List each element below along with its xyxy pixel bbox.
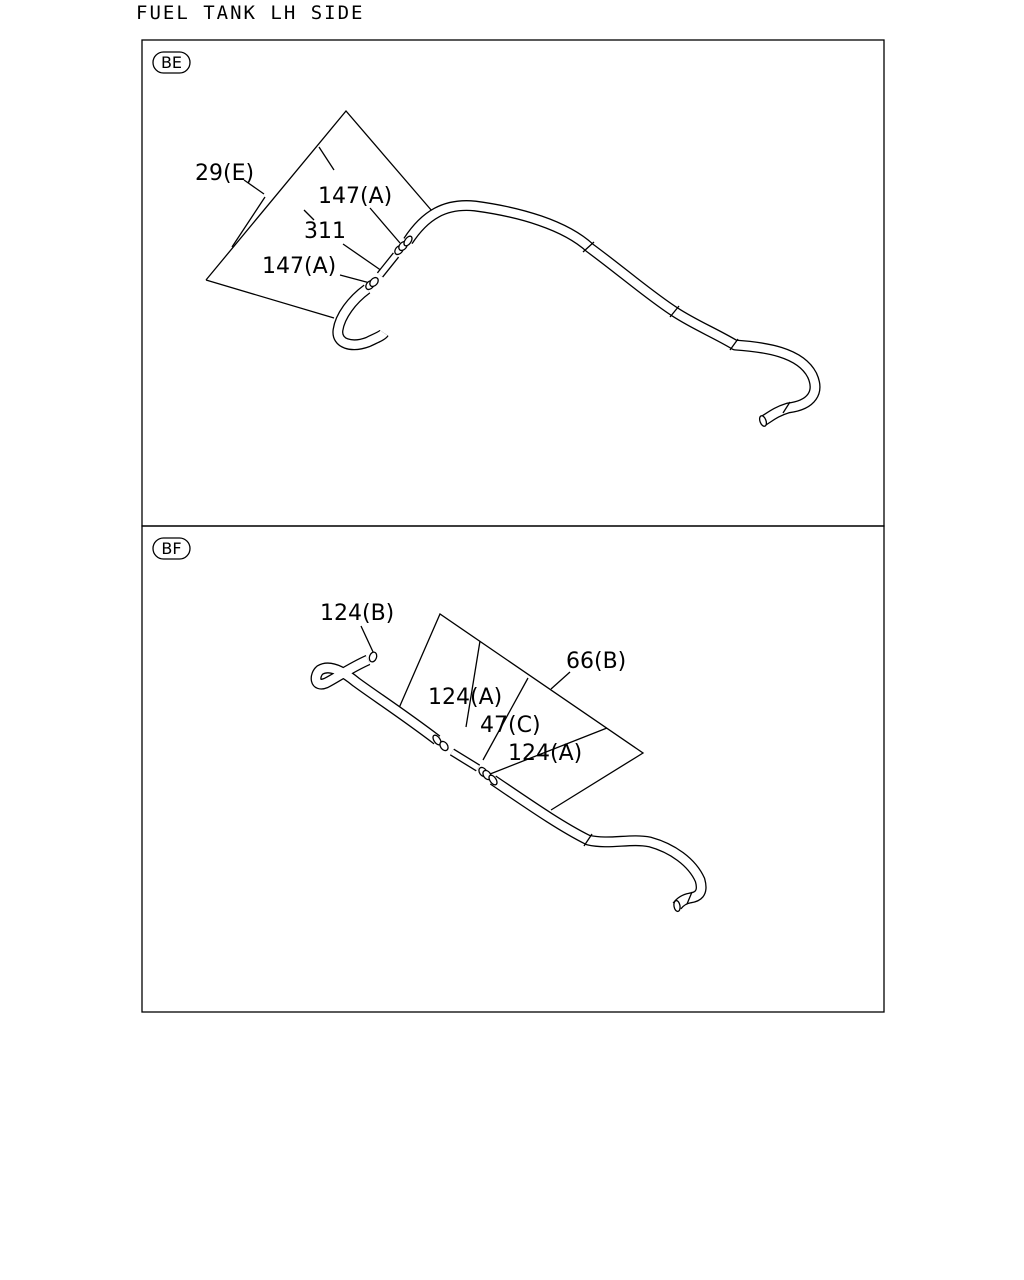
leader-line bbox=[550, 671, 571, 690]
hose-long[interactable] bbox=[403, 200, 821, 426]
hose-end bbox=[403, 235, 413, 247]
leader-bracket bbox=[398, 613, 645, 811]
hose-joint bbox=[729, 338, 739, 351]
part-label-124a[interactable]: 124(A) bbox=[508, 741, 582, 766]
hose-clamp[interactable] bbox=[364, 276, 380, 291]
leader-line bbox=[303, 209, 315, 221]
leader-line bbox=[369, 207, 401, 244]
part-label-147a[interactable]: 147(A) bbox=[318, 184, 392, 209]
hose-end bbox=[758, 415, 768, 427]
hose-joint bbox=[582, 241, 595, 253]
hose-joint bbox=[686, 891, 693, 905]
connector-pipe[interactable] bbox=[449, 748, 481, 772]
hose-end bbox=[673, 899, 681, 913]
panel-be-frame bbox=[141, 39, 885, 527]
leader-line bbox=[482, 677, 529, 761]
hose-clamp[interactable] bbox=[438, 740, 449, 752]
hose-joint bbox=[669, 305, 680, 318]
hose-end bbox=[488, 774, 498, 786]
part-label-124a[interactable]: 124(A) bbox=[428, 685, 502, 710]
section-tag-be[interactable]: BE bbox=[152, 51, 191, 74]
part-label-29e[interactable]: 29(E) bbox=[195, 161, 254, 186]
svg-text:BE: BE bbox=[161, 53, 182, 72]
leader-line bbox=[465, 640, 481, 728]
part-label-147a[interactable]: 147(A) bbox=[262, 254, 336, 279]
hose-u-segment[interactable] bbox=[332, 284, 389, 351]
part-label-311[interactable]: 311 bbox=[304, 219, 346, 244]
panel-bf-frame bbox=[141, 525, 885, 1013]
section-be: BE 29(E) 147(A) 311 147(A) bbox=[152, 51, 821, 427]
leader-line bbox=[339, 274, 371, 284]
part-label-124b[interactable]: 124(B) bbox=[320, 601, 394, 626]
leader-line bbox=[231, 196, 266, 248]
leader-line bbox=[484, 727, 608, 777]
page-title: FUEL TANK LH SIDE bbox=[136, 2, 365, 24]
hose-joint bbox=[583, 833, 593, 847]
hose-clamp[interactable] bbox=[368, 651, 378, 663]
part-label-66b[interactable]: 66(B) bbox=[566, 649, 626, 674]
hose-upper-left[interactable] bbox=[310, 654, 441, 745]
leader-line bbox=[342, 243, 383, 272]
section-bf: BF 124(B) 66(B) 124(A) 47(C) 124(A) bbox=[152, 537, 707, 913]
hose-joint bbox=[782, 401, 791, 414]
leader-bracket bbox=[205, 109, 433, 319]
leader-line bbox=[318, 146, 335, 171]
leader-line bbox=[243, 179, 265, 195]
svg-text:BF: BF bbox=[161, 539, 181, 558]
section-tag-bf[interactable]: BF bbox=[152, 537, 191, 560]
hose-lower-right[interactable] bbox=[489, 775, 707, 910]
part-label-47c[interactable]: 47(C) bbox=[480, 713, 541, 738]
leader-line bbox=[360, 625, 375, 655]
connector-pipe[interactable] bbox=[376, 252, 400, 278]
